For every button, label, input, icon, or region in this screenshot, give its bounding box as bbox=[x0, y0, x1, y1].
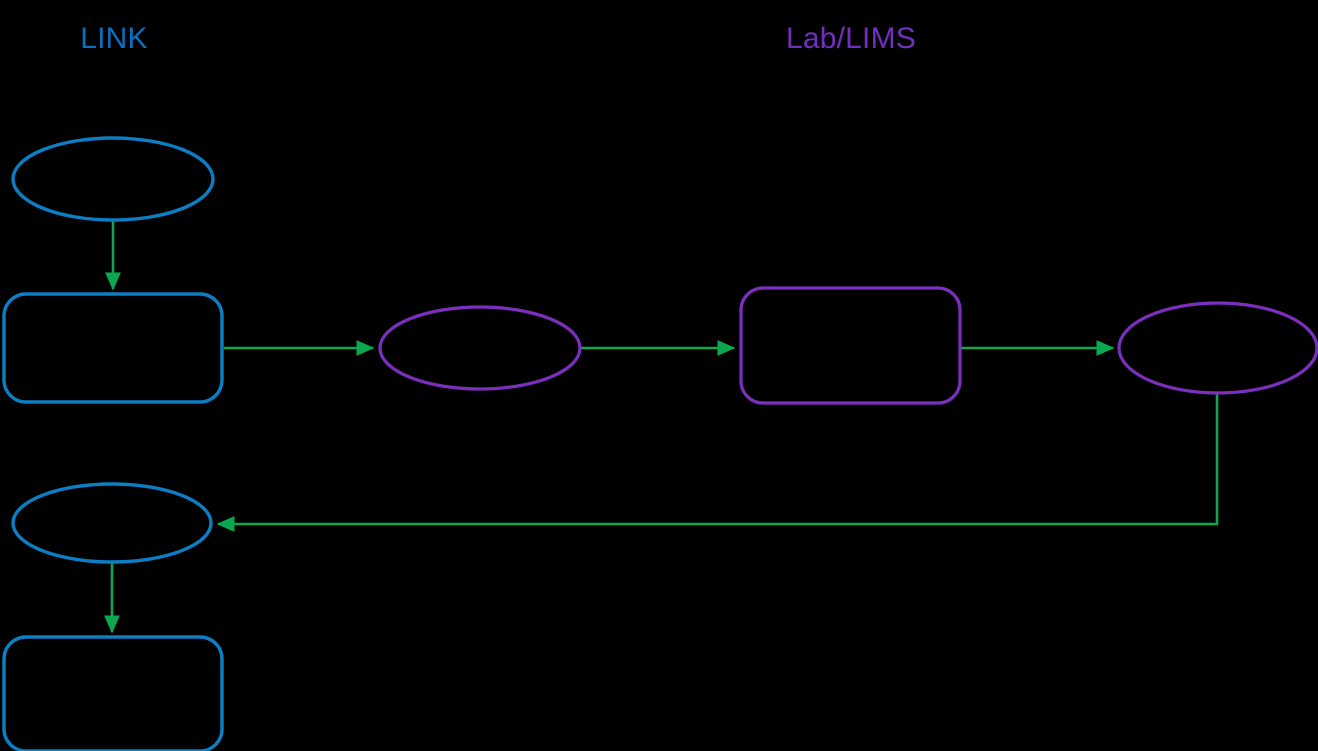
ellipse-shape bbox=[11, 482, 213, 564]
connector-group bbox=[103, 221, 1219, 634]
ellipse-shape bbox=[378, 305, 582, 391]
rounded-rect-shape bbox=[2, 635, 224, 751]
node-lab-result-ellipse[interactable] bbox=[1117, 301, 1318, 395]
node-link-process-bottom[interactable] bbox=[2, 635, 224, 751]
node-lab-receive-ellipse[interactable] bbox=[378, 305, 582, 391]
ellipse-shape bbox=[11, 136, 215, 222]
rounded-rect-shape bbox=[2, 292, 224, 404]
node-link-receive-ellipse[interactable] bbox=[11, 482, 213, 564]
node-link-start-ellipse[interactable] bbox=[11, 136, 215, 222]
node-lab-process-rect[interactable] bbox=[739, 286, 962, 405]
lane-title-link: LINK bbox=[80, 22, 148, 55]
node-link-process-top[interactable] bbox=[2, 292, 224, 404]
ellipse-shape bbox=[1117, 301, 1318, 395]
rounded-rect-shape bbox=[739, 286, 962, 405]
lane-title-lab-lims: Lab/LIMS bbox=[786, 22, 916, 55]
connector-lab-result-to-link-receive bbox=[216, 393, 1219, 533]
